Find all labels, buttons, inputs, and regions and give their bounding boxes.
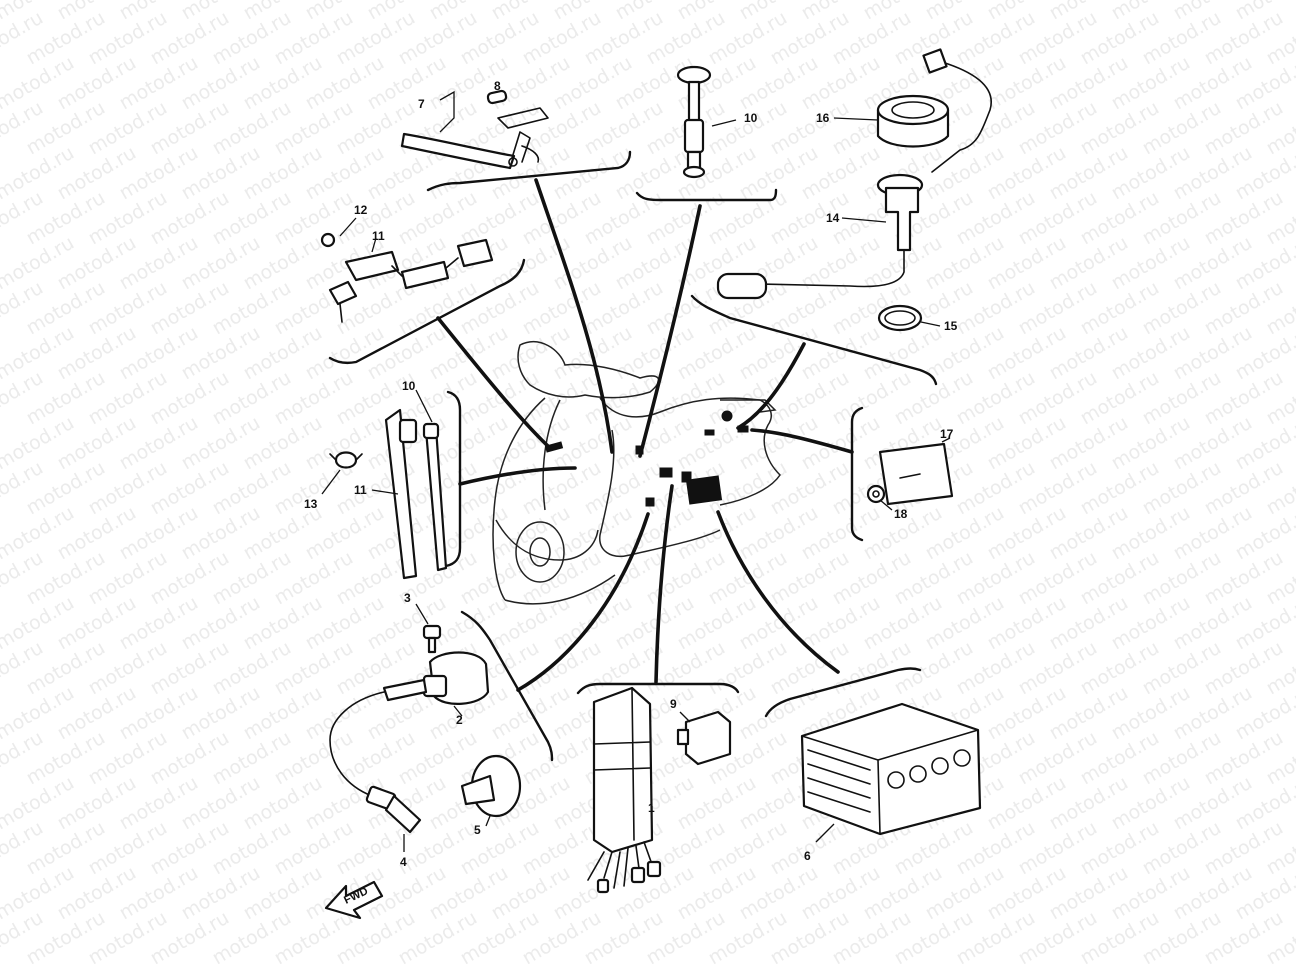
- rubber-cap-icon: [460, 754, 522, 818]
- callout-1: 1: [648, 801, 655, 815]
- callout-10-tie: 10: [402, 379, 416, 393]
- callout-11-lead: 11: [372, 229, 385, 243]
- bolt-icon: [422, 624, 442, 654]
- callout-11-strap: 11: [354, 483, 367, 497]
- clamp-icon: [486, 89, 508, 105]
- callout-3: 3: [404, 591, 411, 605]
- cdi-unit-icon: [587, 686, 662, 894]
- callout-6: 6: [804, 849, 811, 863]
- callout-9: 9: [670, 697, 677, 711]
- reflector-icon: [878, 442, 954, 506]
- ring-nut-icon: [876, 94, 950, 148]
- spark-plug-cap-icon: [329, 691, 422, 834]
- clip-icon: [329, 451, 363, 469]
- nut-icon: [866, 484, 886, 504]
- callout-7: 7: [418, 97, 425, 111]
- battery-icon: [800, 702, 982, 836]
- switch-lead-icon: [328, 238, 494, 323]
- callout-10-fuse: 10: [744, 111, 758, 125]
- callout-17: 17: [940, 427, 954, 441]
- callout-labels: 1 2 3 4 5 6 7 8 9 10 10 11 11 12 13 14 1…: [304, 79, 958, 869]
- fuse-holder-icon: [676, 65, 712, 179]
- cable-tie-icon: [422, 422, 448, 572]
- callout-5: 5: [474, 823, 481, 837]
- fuel-sender-icon: [716, 48, 992, 300]
- o-ring-icon: [877, 304, 923, 332]
- callout-14: 14: [826, 211, 840, 225]
- callout-15: 15: [944, 319, 958, 333]
- callout-16: 16: [816, 111, 830, 125]
- group-brackets: [328, 150, 938, 762]
- callout-2: 2: [456, 713, 463, 727]
- cable-strap-icon: [384, 408, 418, 580]
- callout-18: 18: [894, 507, 908, 521]
- ignition-coil-icon: [382, 651, 490, 705]
- lead-lines: [436, 178, 854, 692]
- callout-12: 12: [354, 203, 368, 217]
- screw-icon: [320, 232, 336, 248]
- callout-4: 4: [400, 855, 407, 869]
- wire-harness-icon: [400, 107, 549, 170]
- callout-8: 8: [494, 79, 501, 93]
- relay-icon: [676, 710, 732, 766]
- callout-13: 13: [304, 497, 318, 511]
